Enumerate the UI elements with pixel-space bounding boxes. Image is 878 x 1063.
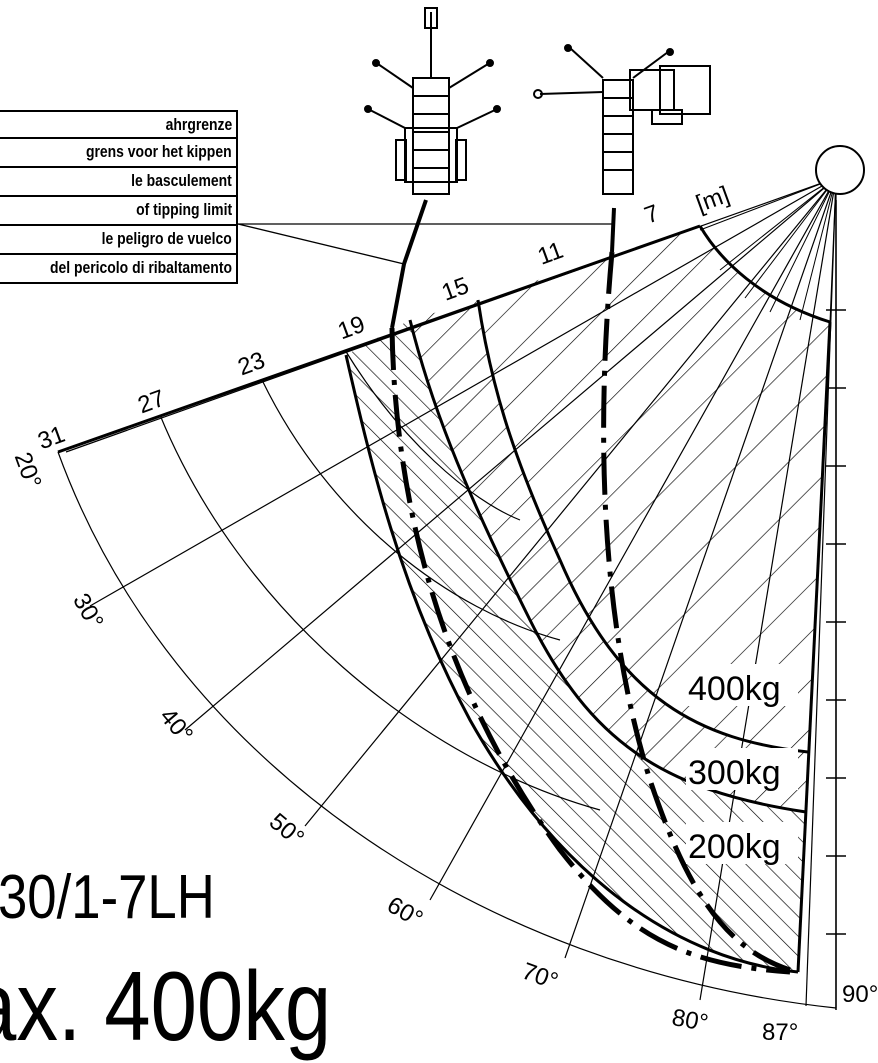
legend-text-fr: le basculement: [131, 171, 232, 190]
angle-label-80: 80°: [670, 1004, 710, 1037]
legend-row: grens voor het kippen: [0, 139, 238, 168]
angle-label-70: 70°: [518, 958, 561, 996]
angle-label-90: 90°: [842, 981, 878, 1008]
load-label-300kg: 300kg: [688, 754, 781, 792]
legend-row: of tipping limit: [0, 197, 238, 226]
zone-400kg-area: [478, 226, 830, 752]
tipping-limit-front-curve: [389, 327, 791, 975]
radius-label-15: 15: [438, 272, 472, 307]
radius-label-11: 11: [534, 237, 567, 271]
angle-label-40: 40°: [154, 703, 198, 748]
legend-text-de: ahrgrenze: [165, 115, 232, 134]
radius-label-7: 7: [641, 200, 663, 230]
legend-text-es: le peligro de vuelco: [101, 229, 232, 248]
range-unit-label: [m]: [692, 181, 733, 218]
model-label: 30/1-7LH: [0, 863, 215, 932]
legend-row: le peligro de vuelco: [0, 226, 238, 255]
machine-side-view-icon: [533, 44, 711, 195]
legend-row: le basculement: [0, 168, 238, 197]
machine-front-view-icon: [364, 7, 501, 195]
tipping-limit-side-curve: [601, 251, 791, 973]
max-load-label: ax. 400kg: [0, 951, 332, 1061]
legend-row: ahrgrenze: [0, 110, 238, 139]
angle-label-30: 30°: [67, 589, 109, 634]
legend-row: del pericolo di ribaltamento: [0, 255, 238, 284]
load-label-400kg: 400kg: [688, 670, 781, 708]
load-label-200kg: 200kg: [688, 828, 781, 866]
pivot-rays: [699, 177, 837, 323]
load-labels: 400kg 300kg 200kg: [686, 664, 798, 866]
legend-text-en: of tipping limit: [135, 200, 232, 219]
radius-label-23: 23: [234, 347, 268, 382]
angle-label-20: 20°: [9, 449, 47, 492]
legend-text-it: del pericolo di ribaltamento: [49, 258, 232, 277]
radius-label-19: 19: [334, 311, 368, 346]
zone-200kg-area: [346, 320, 806, 972]
legend-text-nl: grens voor het kippen: [86, 142, 232, 161]
angle-label-60: 60°: [382, 891, 427, 933]
angle-label-50: 50°: [264, 808, 309, 852]
pivot-circle: [815, 145, 865, 195]
legend-leaders: [237, 223, 612, 265]
angle-label-87: 87°: [762, 1019, 798, 1046]
vertical-axis: [826, 200, 846, 1010]
